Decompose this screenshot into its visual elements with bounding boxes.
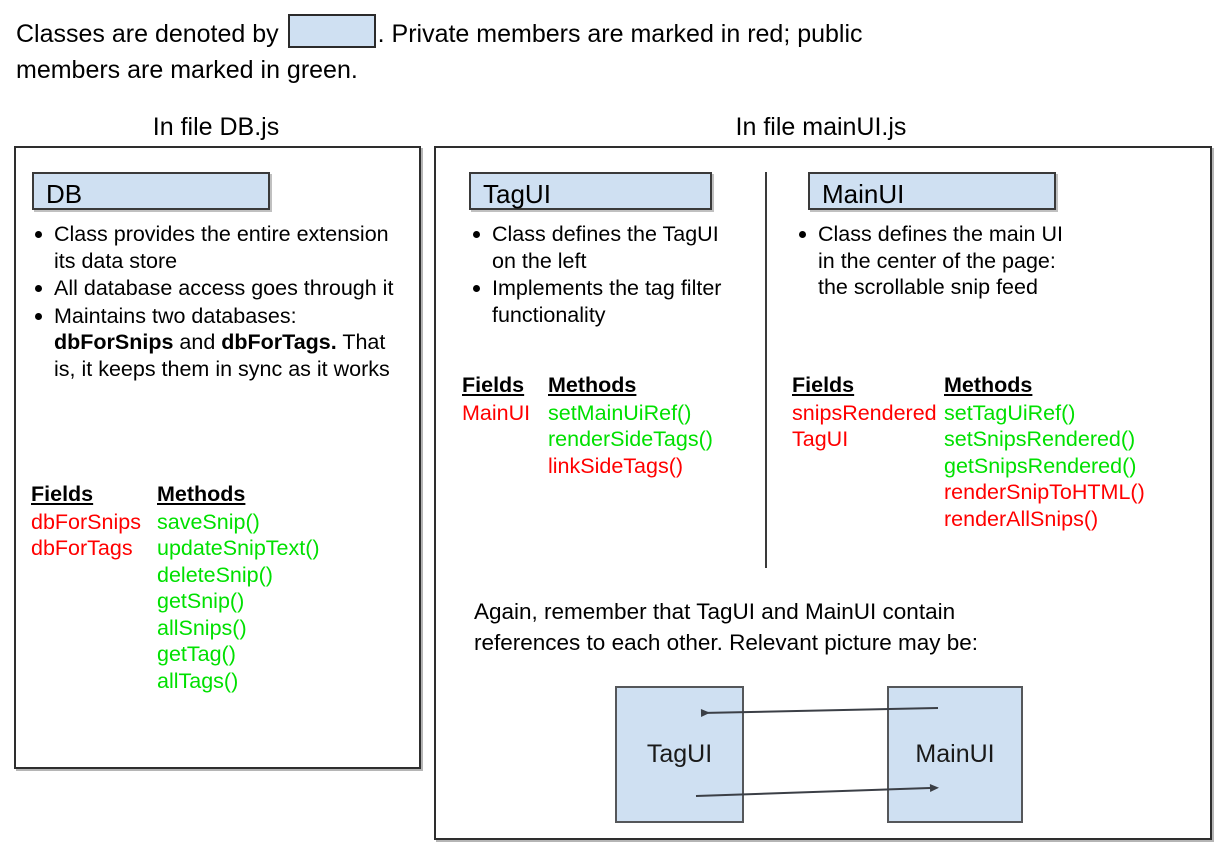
relation-note: Again, remember that TagUI and MainUI co… <box>474 596 1174 658</box>
relation-diagram: TagUI MainUI <box>580 670 1060 830</box>
method-item: updateSnipText() <box>157 536 320 560</box>
method-item: getSnipsRendered() <box>944 453 1137 478</box>
class-bullet: Class provides the entire extension its … <box>28 221 398 274</box>
relation-box-tagui: TagUI <box>615 686 744 823</box>
field-item: dbForTags <box>31 536 133 560</box>
method-item: getTag() <box>157 642 236 666</box>
class-bullet: Implements the tag filter functionality <box>466 275 736 328</box>
class-bullet: Maintains two databases: dbForSnips and … <box>28 303 398 383</box>
methods-column: Methods saveSnip()updateSnipText()deleteS… <box>157 481 320 694</box>
bullet-text: That is, it keeps them in sync as it wor… <box>54 330 390 381</box>
method-item: setMainUiRef() <box>548 400 692 425</box>
file-caption-db: In file DB.js <box>152 113 280 141</box>
methods-header: Methods <box>157 482 246 506</box>
methods-column: Methods setTagUiRef()setSnipsRendered()ge… <box>944 372 1145 532</box>
class-bullets-db: Class provides the entire extension its … <box>28 221 398 383</box>
class-bullet: Class defines the main UI in the center … <box>792 221 1082 301</box>
fields-header: Fields <box>792 373 855 397</box>
field-item: snipsRendered <box>792 400 937 425</box>
bullet-text: Class defines the main UI in the center … <box>818 222 1063 299</box>
legend-text: Classes are denoted by . Private members… <box>16 14 1196 88</box>
bullet-text: All database access goes through it <box>54 276 394 300</box>
relation-note-line2: references to each other. Relevant pictu… <box>474 630 979 655</box>
method-item: renderSideTags() <box>548 427 713 451</box>
method-item: getSnip() <box>157 589 245 613</box>
method-item: deleteSnip() <box>157 562 273 587</box>
methods-header: Methods <box>548 373 637 397</box>
method-item: saveSnip() <box>157 509 260 534</box>
field-item: TagUI <box>792 427 849 451</box>
panel-column-divider <box>765 172 767 568</box>
relation-box-mainui: MainUI <box>887 686 1023 823</box>
legend-line2: members are marked in green. <box>16 56 358 84</box>
bullet-emphasis: dbForTags. <box>221 330 337 354</box>
bullet-text: Maintains two databases: <box>54 303 297 328</box>
arrow-tagui-to-mainui <box>695 784 939 797</box>
methods-column: Methods setMainUiRef()renderSideTags()lin… <box>548 372 713 479</box>
legend-line1-before: Classes are denoted by <box>16 20 279 48</box>
method-item: linkSideTags() <box>548 453 684 478</box>
method-item: allTags() <box>157 668 239 693</box>
file-caption-mainui: In file mainUI.js <box>735 113 907 141</box>
method-item: setSnipsRendered() <box>944 427 1136 451</box>
field-item: dbForSnips <box>31 509 141 534</box>
method-item: renderSnipToHTML() <box>944 480 1145 504</box>
file-panel-db <box>14 146 421 769</box>
method-item: setTagUiRef() <box>944 400 1076 425</box>
method-item: renderAllSnips() <box>944 506 1099 531</box>
legend-line1-after: . Private members are marked in red; pub… <box>377 20 863 48</box>
bullet-text: and <box>173 330 222 354</box>
bullet-text: Class provides the entire extension its … <box>54 222 389 273</box>
fields-header: Fields <box>462 373 525 397</box>
class-title-tagui: TagUI <box>469 172 712 210</box>
class-title-db: DB <box>32 172 270 210</box>
method-item: allSnips() <box>157 615 247 640</box>
fields-header: Fields <box>31 482 94 506</box>
field-item: MainUI <box>462 400 531 425</box>
bullet-text: Implements the tag filter functionality <box>492 276 722 327</box>
methods-header: Methods <box>944 373 1033 397</box>
class-bullets-mainui: Class defines the main UI in the center … <box>792 221 1082 302</box>
class-bullet: Class defines the TagUI on the left <box>466 221 736 274</box>
relation-note-line1: Again, remember that TagUI and MainUI co… <box>474 599 956 624</box>
class-title-mainui: MainUI <box>808 172 1056 210</box>
arrow-mainui-to-tagui <box>700 707 939 717</box>
bullet-text: Class defines the TagUI on the left <box>492 222 719 273</box>
file-panel-mainui <box>434 146 1212 840</box>
class-color-swatch <box>287 14 376 48</box>
bullet-emphasis: dbForSnips <box>54 330 174 354</box>
class-bullet: All database access goes through it <box>28 275 398 302</box>
